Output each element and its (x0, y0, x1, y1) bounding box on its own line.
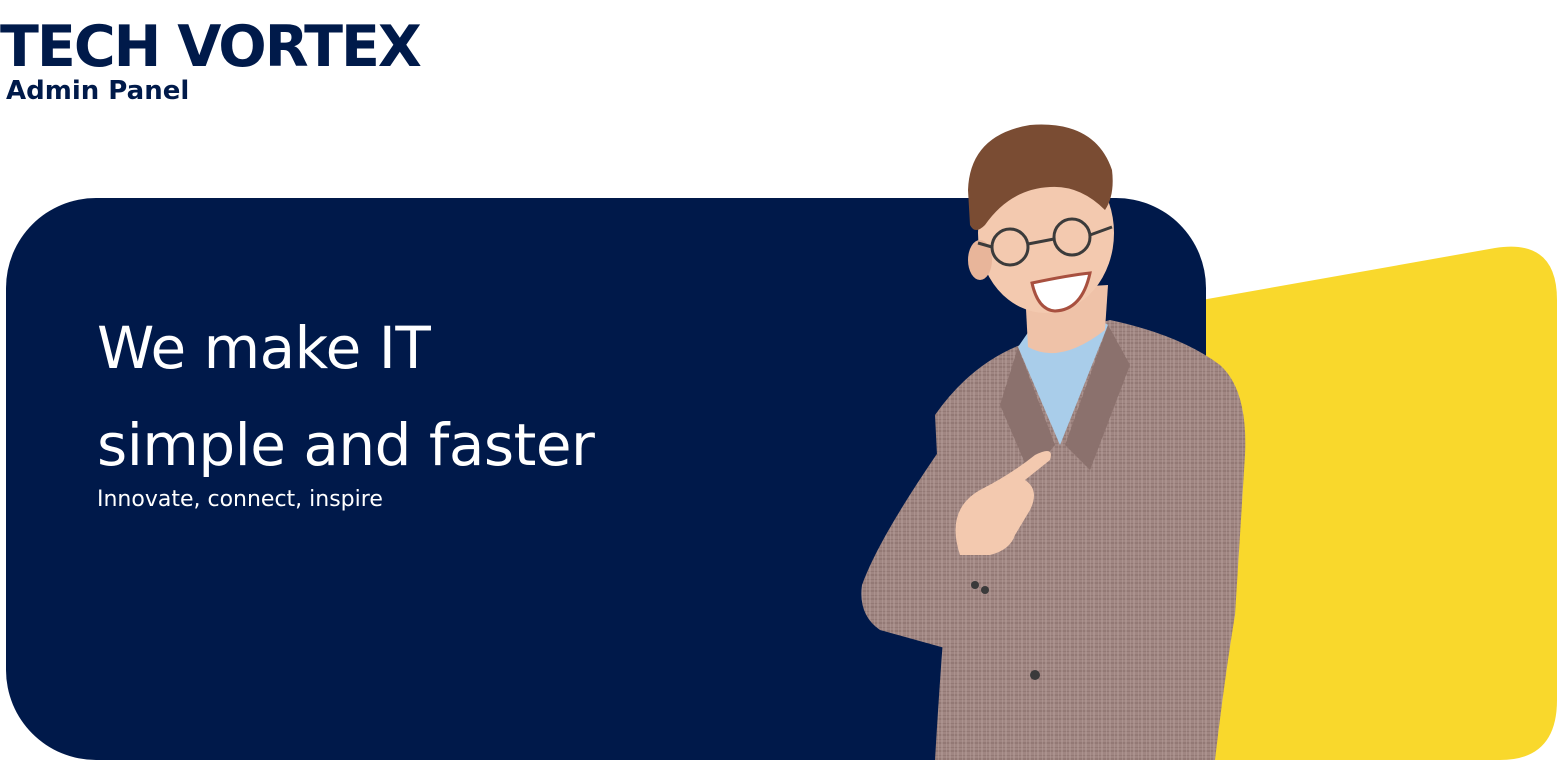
smiling-man-pointing-illustration (861, 124, 1246, 760)
hero-headline-line-1: We make IT (97, 314, 431, 382)
hero-headline-line-2: simple and faster (97, 411, 595, 479)
hero-headline: We make IT simple and faster (97, 300, 595, 494)
brand-header: TECH VORTEX Admin Panel (0, 12, 422, 106)
brand-title: TECH VORTEX (0, 14, 422, 80)
brand-subtitle: Admin Panel (6, 76, 190, 106)
hero-tagline: Innovate, connect, inspire (97, 487, 383, 512)
